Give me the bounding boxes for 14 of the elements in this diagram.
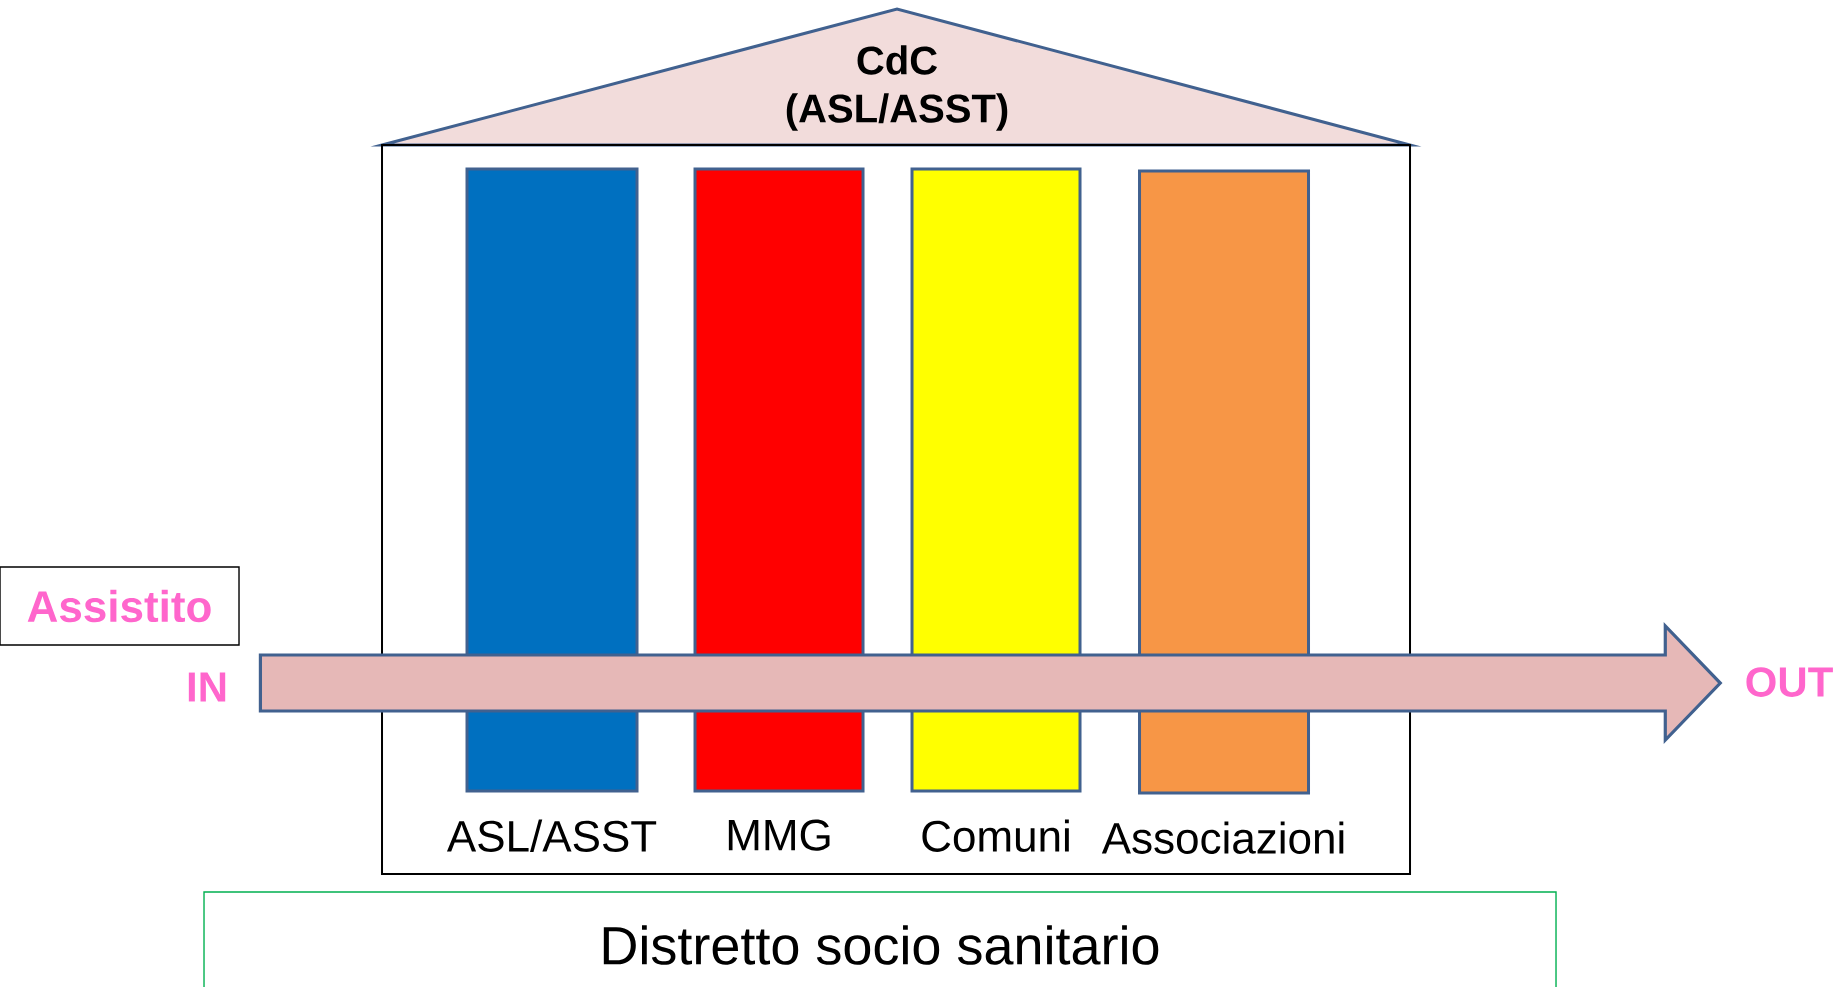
pillar: Associazioni — [1101, 169, 1344, 854]
text-box: Distretto socio sanitario — [203, 891, 1557, 987]
pillar: MMG — [693, 167, 865, 851]
node-label: Comuni — [922, 819, 1069, 852]
text-box: Assistito — [0, 566, 240, 646]
block-arrow — [258, 622, 1723, 744]
node-label: ASL/ASST — [446, 819, 657, 852]
arrow-end-label: IN — [188, 672, 226, 702]
pillar: ASL/ASST — [446, 167, 657, 852]
building-frame — [381, 144, 1411, 875]
pillar: Comuni — [910, 167, 1082, 852]
node-label: MMG — [728, 819, 830, 851]
arrow-end-label: OUT — [1746, 667, 1833, 697]
node-label: Associazioni — [1101, 821, 1344, 854]
